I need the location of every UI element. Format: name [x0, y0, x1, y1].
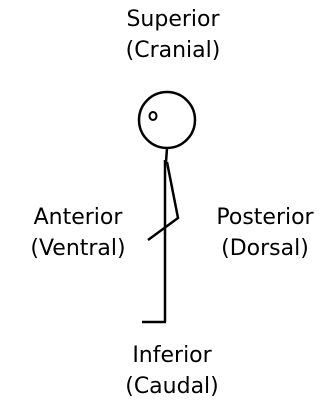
head-circle: [139, 92, 195, 148]
neck-line: [166, 148, 167, 162]
arm-line: [148, 162, 178, 240]
eye-icon: [150, 112, 157, 120]
